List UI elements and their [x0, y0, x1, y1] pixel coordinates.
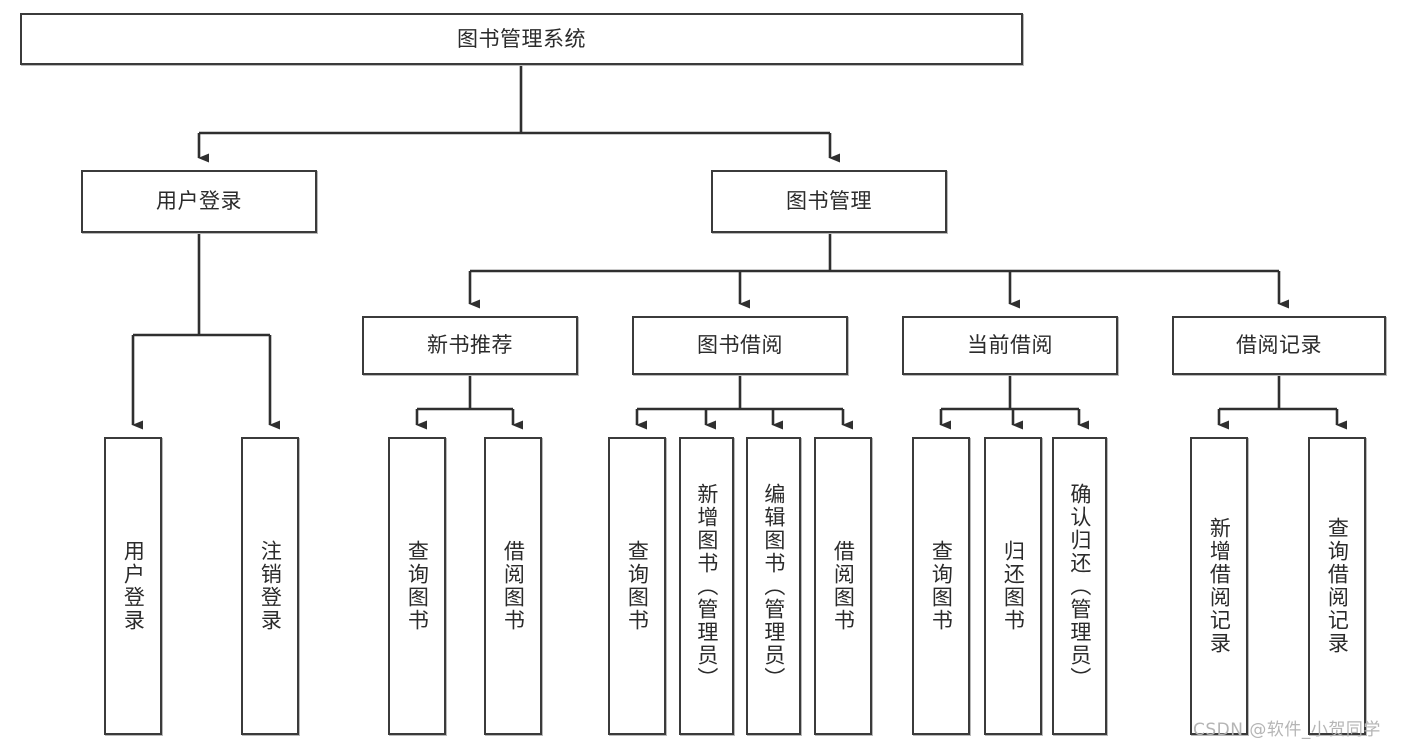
node-current-borrow-label: 当前借阅: [967, 333, 1053, 358]
leaf-user-login[interactable]: 用户登录: [104, 437, 162, 735]
leaf-add-book-label: 新增图书（管理员）: [694, 482, 719, 690]
leaf-borrow-book-2-label: 借阅图书: [831, 540, 856, 632]
node-root[interactable]: 图书管理系统: [20, 13, 1023, 65]
node-new-book-recommend-label: 新书推荐: [427, 333, 513, 358]
leaf-add-borrow-record[interactable]: 新增借阅记录: [1190, 437, 1248, 735]
node-new-book-recommend[interactable]: 新书推荐: [362, 316, 578, 375]
leaf-borrow-book-1[interactable]: 借阅图书: [484, 437, 542, 735]
leaf-query-book-2-label: 查询图书: [625, 540, 650, 632]
leaf-borrow-book-1-label: 借阅图书: [501, 540, 526, 632]
node-book-borrow[interactable]: 图书借阅: [632, 316, 848, 375]
node-root-label: 图书管理系统: [457, 26, 586, 51]
leaf-confirm-return-label: 确认归还（管理员）: [1067, 482, 1092, 690]
leaf-query-book-3[interactable]: 查询图书: [912, 437, 970, 735]
leaf-query-book-2[interactable]: 查询图书: [608, 437, 666, 735]
leaf-user-login-label: 用户登录: [121, 540, 146, 632]
leaf-query-borrow-record-label: 查询借阅记录: [1325, 517, 1350, 655]
leaf-user-logout[interactable]: 注销登录: [241, 437, 299, 735]
leaf-query-borrow-record[interactable]: 查询借阅记录: [1308, 437, 1366, 735]
leaf-confirm-return[interactable]: 确认归还（管理员）: [1052, 437, 1107, 735]
leaf-edit-book[interactable]: 编辑图书（管理员）: [746, 437, 801, 735]
node-book-management[interactable]: 图书管理: [711, 170, 947, 233]
leaf-edit-book-label: 编辑图书（管理员）: [761, 482, 786, 690]
leaf-add-book[interactable]: 新增图书（管理员）: [679, 437, 734, 735]
node-borrow-record-label: 借阅记录: [1236, 333, 1322, 358]
leaf-borrow-book-2[interactable]: 借阅图书: [814, 437, 872, 735]
leaf-return-book[interactable]: 归还图书: [984, 437, 1042, 735]
leaf-return-book-label: 归还图书: [1001, 540, 1026, 632]
node-book-management-label: 图书管理: [786, 189, 872, 214]
node-user-login[interactable]: 用户登录: [81, 170, 317, 233]
leaf-query-book-1[interactable]: 查询图书: [388, 437, 446, 735]
leaf-query-book-1-label: 查询图书: [405, 540, 430, 632]
node-current-borrow[interactable]: 当前借阅: [902, 316, 1118, 375]
node-borrow-record[interactable]: 借阅记录: [1172, 316, 1386, 375]
leaf-query-book-3-label: 查询图书: [929, 540, 954, 632]
node-book-borrow-label: 图书借阅: [697, 333, 783, 358]
leaf-add-borrow-record-label: 新增借阅记录: [1207, 517, 1232, 655]
node-user-login-label: 用户登录: [156, 189, 242, 214]
leaf-user-logout-label: 注销登录: [258, 540, 283, 632]
